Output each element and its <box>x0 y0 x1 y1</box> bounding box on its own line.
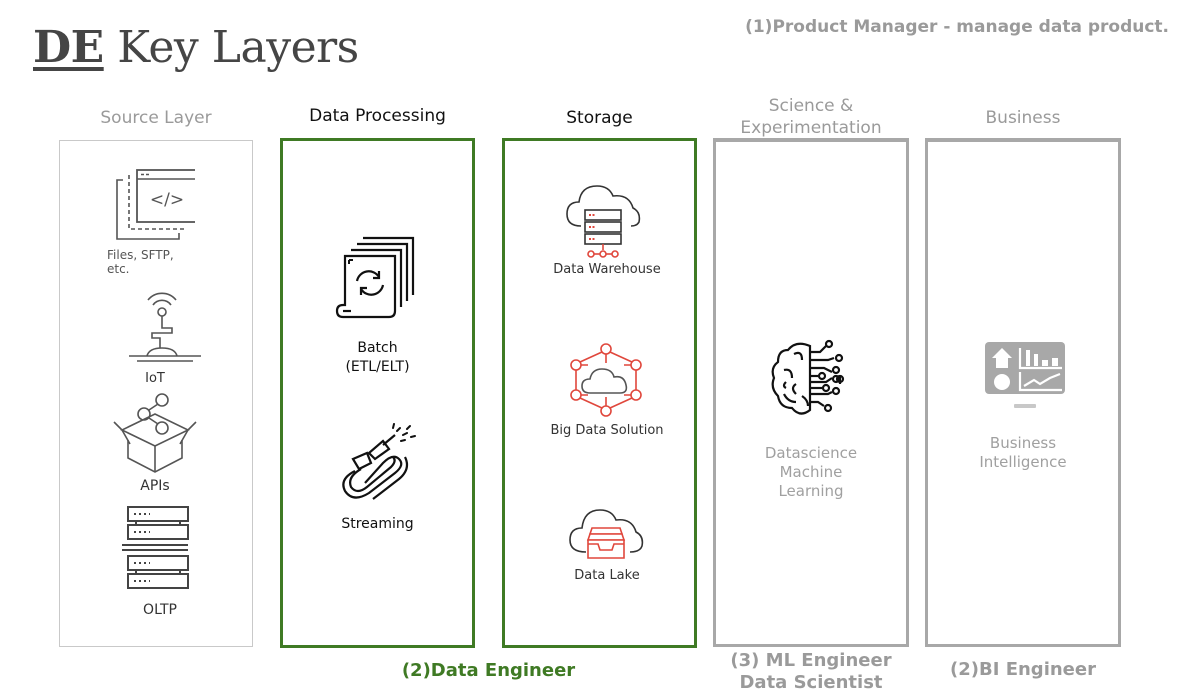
source-item-oltp <box>115 505 195 595</box>
source-layer-box <box>59 140 253 647</box>
title-prefix: DE <box>33 22 104 73</box>
source-item-files: </> <box>100 165 200 245</box>
brain-circuit-icon <box>771 339 844 415</box>
source-label-files: Files, SFTP, etc. <box>107 248 174 276</box>
bi-label-line1: Business <box>989 434 1057 452</box>
server-rack-icon <box>122 506 189 589</box>
heading-data-processing: Data Processing <box>309 106 446 126</box>
business-box <box>925 138 1121 647</box>
heading-storage: Storage <box>566 108 633 128</box>
heading-source-layer: Source Layer <box>100 108 212 128</box>
cloud-tray-icon <box>568 509 643 559</box>
science-item-ml <box>765 338 860 418</box>
cloud-server-icon <box>565 185 640 258</box>
source-label-oltp: OLTP <box>143 602 177 618</box>
code-window-icon: </> <box>116 169 195 240</box>
title-rest: Key Layers <box>117 22 359 73</box>
heading-science-line2: Experimentation <box>740 118 882 138</box>
cloud-network-icon <box>569 343 642 417</box>
processing-label-batch: Batch (ETL/ELT) <box>280 339 475 377</box>
ml-label-line3: Learning <box>778 482 844 500</box>
heading-science-line1: Science & <box>768 96 854 116</box>
dashboard-monitor-icon <box>985 342 1065 408</box>
storage-item-bigdata <box>563 343 648 423</box>
page-title: DE Key Layers <box>33 22 359 73</box>
bi-label-line2: Intelligence <box>979 453 1067 471</box>
svg-text:</>: </> <box>150 190 184 210</box>
processing-item-streaming <box>330 423 425 503</box>
role-ml-line2: Data Scientist <box>739 672 883 693</box>
storage-item-warehouse <box>560 176 645 260</box>
storage-label-bigdata: Big Data Solution <box>550 423 664 438</box>
storage-label-warehouse: Data Warehouse <box>553 262 661 277</box>
data-processing-box <box>280 138 475 648</box>
storage-box <box>502 138 697 648</box>
science-label-ml: Datascience Machine Learning <box>713 444 909 501</box>
hose-stream-icon <box>341 423 416 500</box>
processing-item-batch <box>330 233 425 321</box>
heading-science: Science & Experimentation <box>713 95 909 139</box>
source-item-apis <box>110 388 200 478</box>
storage-label-lake: Data Lake <box>574 568 640 583</box>
source-label-iot: IoT <box>145 371 165 386</box>
product-manager-note: (1)Product Manager - manage data product… <box>745 17 1169 37</box>
api-box-icon <box>113 393 197 473</box>
science-box <box>713 138 909 647</box>
batch-documents-icon <box>335 236 414 319</box>
antenna-icon <box>129 292 201 362</box>
role-ml-line1: (3) ML Engineer <box>730 650 892 671</box>
role-bi-engineer: (2)BI Engineer <box>950 659 1096 680</box>
source-label-apis: APIs <box>140 478 170 494</box>
role-ml-engineer: (3) ML Engineer Data Scientist <box>713 650 909 694</box>
ml-label-line2: Machine <box>779 463 843 481</box>
business-item-bi <box>980 340 1070 412</box>
business-label-bi: Business Intelligence <box>925 434 1121 472</box>
batch-label-line1: Batch <box>357 340 398 356</box>
storage-item-lake <box>563 500 648 570</box>
heading-business: Business <box>985 108 1061 128</box>
source-item-iot <box>110 278 210 368</box>
batch-label-line2: (ETL/ELT) <box>345 359 410 375</box>
processing-label-streaming: Streaming <box>341 516 414 532</box>
ml-label-line1: Datascience <box>764 444 858 462</box>
role-data-engineer: (2)Data Engineer <box>401 660 576 681</box>
